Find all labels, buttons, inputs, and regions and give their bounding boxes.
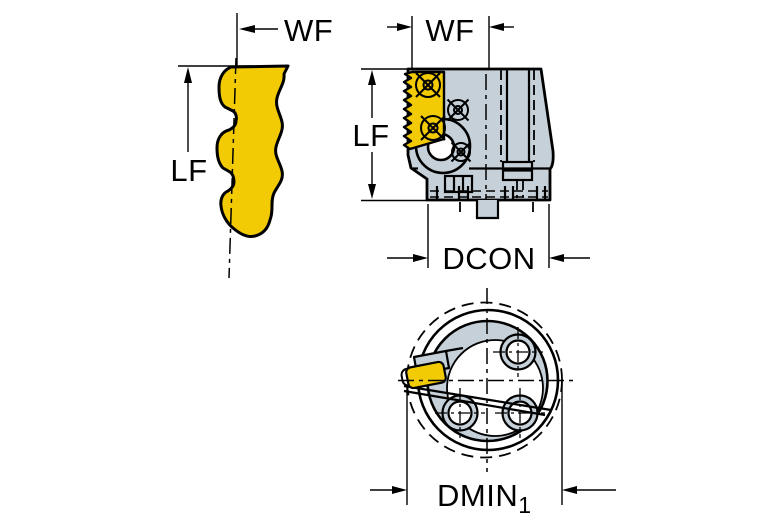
arrowhead-up-icon [184,67,192,83]
wf-dimension: WF [236,13,333,67]
arrowhead-down-icon [368,184,376,199]
lf-dimension: LF [170,65,253,188]
bottom-tab [475,200,500,220]
wf-label: WF [284,13,333,48]
side-profile-view: WF LF [170,13,333,279]
lf-label: LF [352,118,389,153]
wf-dimension: WF [387,13,514,70]
screw-head-icon [415,72,441,98]
arrowhead-right-icon [397,23,412,31]
dcon-label: DCON [442,241,535,276]
hole-crosshairs [435,327,545,438]
crosshair-centerlines [398,288,578,472]
screw-head-icon [450,141,472,163]
insert-profile-shape [215,64,290,238]
dmin-dimension: DMIN1 [370,383,616,518]
slot-lines [403,384,552,417]
screw-head-icon [446,98,470,122]
dmin-label: DMIN1 [437,478,531,518]
arrowhead-right-icon [392,486,407,494]
coupling-details [430,160,548,220]
lf-label: LF [170,153,207,188]
end-view: DMIN1 [370,288,616,518]
dcon-dimension: DCON [387,204,590,276]
arrowhead-left-icon [239,25,255,33]
lf-dimension: LF [352,68,428,202]
centerline [228,57,237,279]
front-view: WF LF DCON [352,13,590,276]
coupling-lines [500,70,535,198]
wf-label: WF [425,13,474,48]
screw-head-icon [420,115,446,141]
arrowhead-up-icon [368,70,376,85]
arrowhead-left-icon [549,254,564,262]
insert-end [405,360,447,390]
arrowhead-left-icon [489,23,504,31]
arrowhead-left-icon [562,486,577,494]
arrowhead-right-icon [413,254,428,262]
